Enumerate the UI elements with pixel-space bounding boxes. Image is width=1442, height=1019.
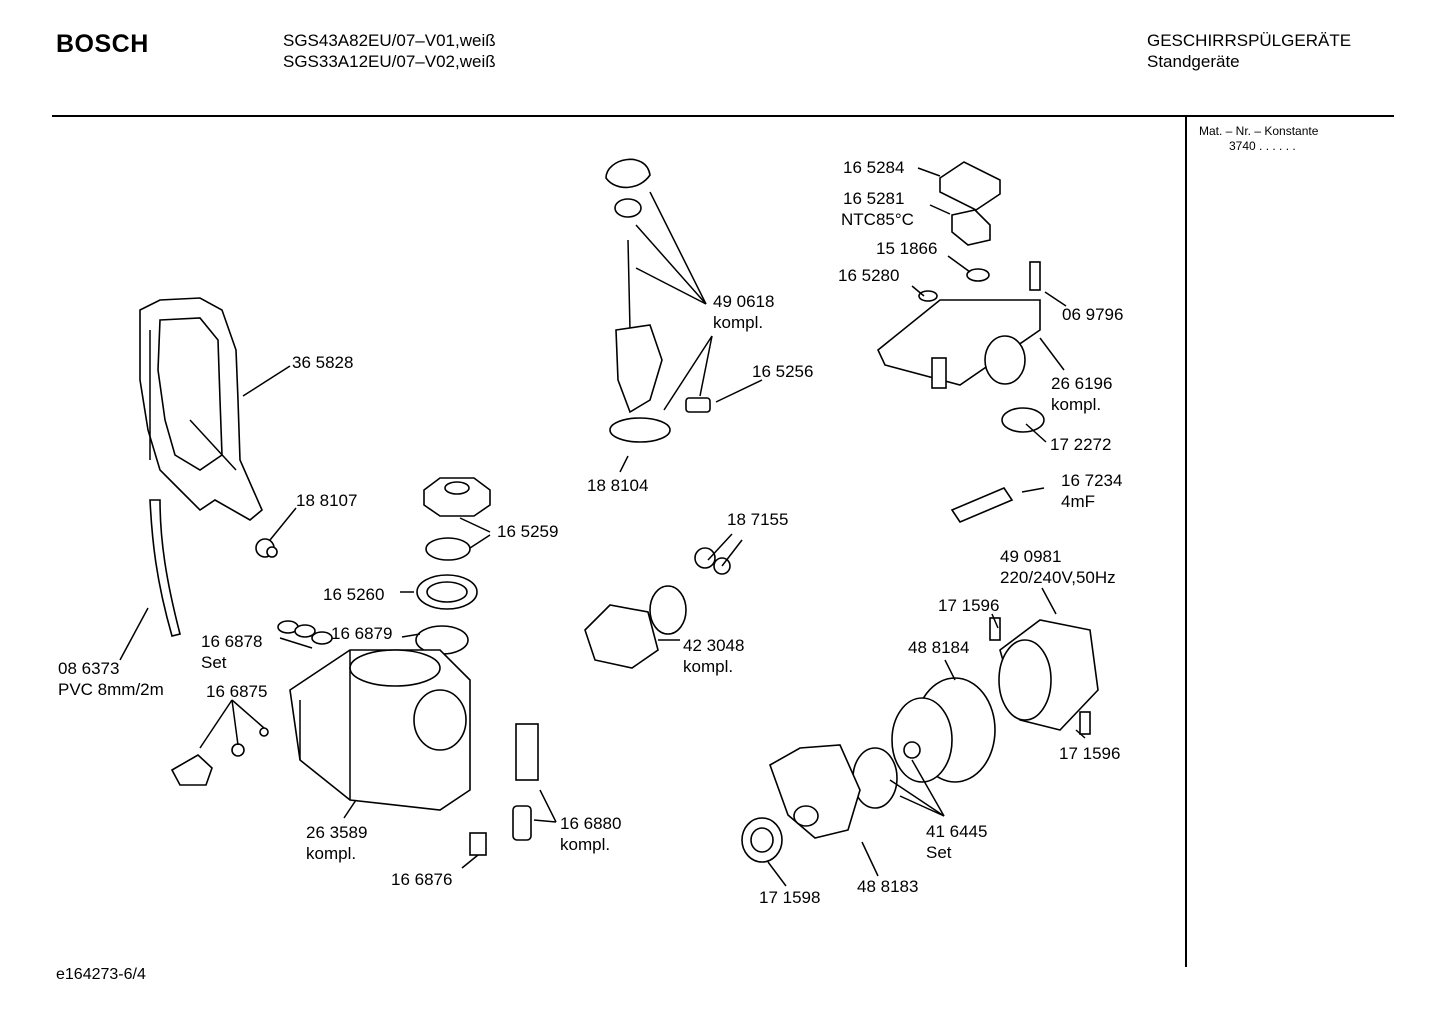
part-label-166880-kompl: kompl. — [560, 835, 611, 854]
part-label-188104: 18 8104 — [587, 476, 649, 495]
part-label-263589: 26 3589 — [306, 823, 368, 842]
part-label-165259: 16 5259 — [497, 522, 559, 541]
part-label-165260: 16 5260 — [323, 585, 385, 604]
part-label-166880: 16 6880 — [560, 814, 622, 833]
part-label-172272: 17 2272 — [1050, 435, 1112, 454]
material-label: Mat. – Nr. – Konstante — [1199, 124, 1319, 138]
part-label-166876: 16 6876 — [391, 870, 453, 889]
sensor-part — [512, 723, 539, 841]
model-number-2: SGS33A12EU/07–V02,weiß — [283, 52, 496, 71]
part-label-171596-bottom: 17 1596 — [1059, 744, 1121, 763]
part-label-165256: 16 5256 — [752, 362, 814, 381]
pump-motor-part — [989, 617, 1099, 735]
part-label-166879: 16 6879 — [331, 624, 393, 643]
part-label-086373: 08 6373 — [58, 659, 120, 678]
part-label-171598: 17 1598 — [759, 888, 821, 907]
part-label-171596-top: 17 1596 — [938, 596, 1000, 615]
part-label-365828: 36 5828 — [292, 353, 354, 372]
part-label-187155: 18 7155 — [727, 510, 789, 529]
part-label-416445: 41 6445 — [926, 822, 988, 841]
part-label-069796: 06 9796 — [1062, 305, 1124, 324]
part-label-488183: 48 8183 — [857, 877, 919, 896]
part-label-490618: 49 0618 — [713, 292, 775, 311]
part-label-166875: 16 6875 — [206, 682, 268, 701]
part-label-165280: 16 5280 — [838, 266, 900, 285]
part-label-488184: 48 8184 — [908, 638, 970, 657]
clip-166876-part — [469, 832, 487, 856]
part-label-166878: 16 6878 — [201, 632, 263, 651]
subcategory-title: Standgeräte — [1147, 52, 1240, 71]
part-label-423048-kompl: kompl. — [683, 657, 734, 676]
seal-ring-part — [425, 537, 471, 561]
thread-ring-part — [416, 574, 478, 610]
water-softener-part — [289, 649, 471, 811]
part-label-165281: 16 5281 — [843, 189, 905, 208]
spray-arm-hub-part — [605, 158, 711, 443]
part-label-490981: 49 0981 — [1000, 547, 1062, 566]
part-label-167234: 16 7234 — [1061, 471, 1123, 490]
capacitor-part — [950, 487, 1014, 523]
part-label-167234-desc: 4mF — [1061, 492, 1095, 511]
screw-cap-part — [423, 477, 491, 517]
exploded-parts-diagram — [119, 158, 1099, 887]
part-label-165281-desc: NTC85°C — [841, 210, 914, 229]
part-label-188107: 18 8107 — [296, 491, 358, 510]
part-label-166878-set: Set — [201, 653, 227, 672]
category-title: GESCHIRRSPÜLGERÄTE — [1147, 31, 1352, 50]
pump-housing-part — [852, 677, 996, 809]
sensor-cover-part — [918, 161, 1041, 302]
part-label-490981-desc: 220/240V,50Hz — [1000, 568, 1116, 587]
valve-part — [170, 727, 269, 786]
material-value: 3740 . . . . . . — [1229, 139, 1296, 153]
diverter-part — [584, 547, 731, 669]
part-label-423048: 42 3048 — [683, 636, 745, 655]
cap-set-part — [277, 620, 333, 645]
sidebar-divider — [1185, 116, 1187, 967]
heater-frame-part — [139, 297, 263, 521]
hose-part — [149, 499, 181, 637]
part-label-266196: 26 6196 — [1051, 374, 1113, 393]
part-label-266196-kompl: kompl. — [1051, 395, 1102, 414]
model-number-1: SGS43A82EU/07–V01,weiß — [283, 31, 496, 50]
circulation-pump-part — [741, 744, 861, 863]
part-label-490618-kompl: kompl. — [713, 313, 764, 332]
leader-lines — [119, 167, 1086, 887]
heater-assembly-part — [877, 299, 1045, 433]
brand-logo: BOSCH — [56, 30, 149, 58]
part-label-416445-set: Set — [926, 843, 952, 862]
clip-part — [255, 538, 278, 558]
part-label-263589-kompl: kompl. — [306, 844, 357, 863]
document-id: e164273-6/4 — [56, 966, 146, 983]
part-label-086373-desc: PVC 8mm/2m — [58, 680, 164, 699]
part-label-165284: 16 5284 — [843, 158, 905, 177]
part-label-151866: 15 1866 — [876, 239, 938, 258]
header-divider — [52, 115, 1394, 117]
